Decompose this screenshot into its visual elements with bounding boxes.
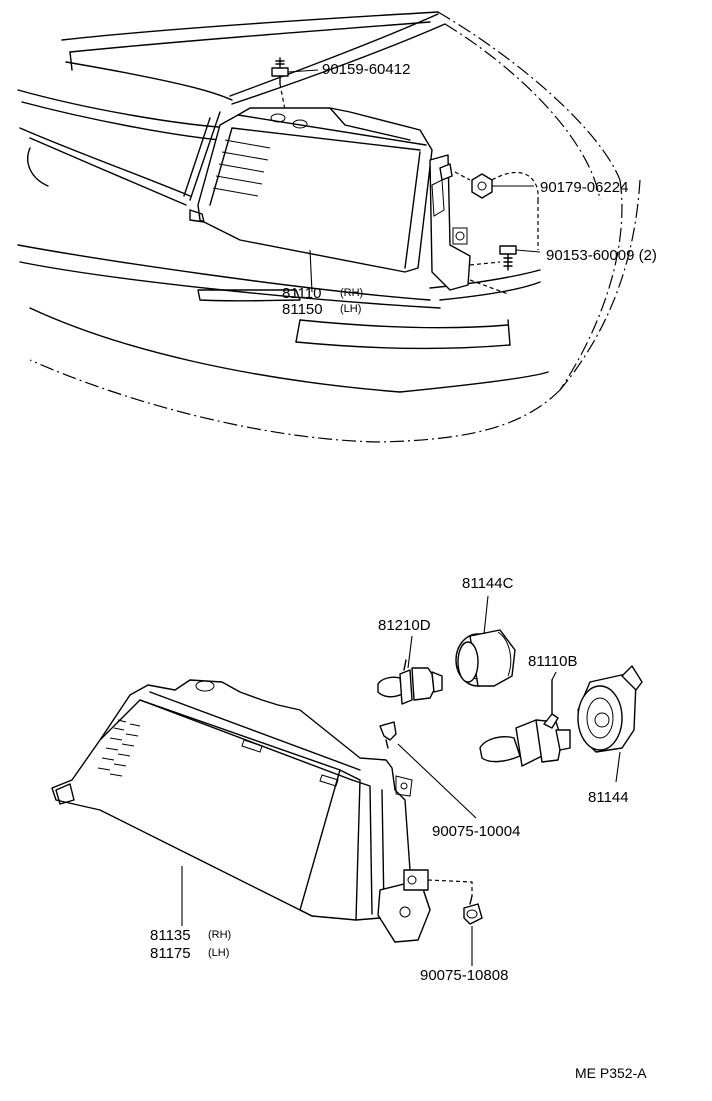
lower-leaders <box>181 595 621 966</box>
callout-81110-side: (RH) <box>340 287 363 299</box>
callout-90153-60009: 90153-60009 (2) <box>546 247 657 264</box>
callout-90159-60412: 90159-60412 <box>322 61 410 78</box>
clip-icon-upper <box>439 163 453 181</box>
callout-81150-side: (LH) <box>340 303 361 315</box>
callout-90179-06224: 90179-06224 <box>540 179 628 196</box>
bolt-icon <box>499 245 517 271</box>
callout-81135: 81135 <box>150 927 191 944</box>
upper-leaders <box>279 69 541 295</box>
car-body-outline <box>17 11 641 443</box>
callout-81150: 81150 <box>282 301 323 318</box>
headlamp-assembly-upper <box>189 107 471 291</box>
diagram-reference-code: ME P352-A <box>575 1065 647 1081</box>
bulb-81210d-icon <box>377 659 443 705</box>
headlamp-housing-lower <box>51 679 431 943</box>
clip-90075-10004-icon <box>379 721 397 749</box>
halogen-bulb-81110b-icon <box>479 679 571 767</box>
callout-81210d: 81210D <box>378 617 431 634</box>
callout-81110: 81110 <box>282 285 322 302</box>
callout-81135-side: (RH) <box>208 929 231 941</box>
nut-icon <box>471 173 493 199</box>
screw-top-icon <box>271 57 289 85</box>
callout-81144c: 81144C <box>462 575 514 592</box>
callout-81110b: 81110B <box>528 653 578 670</box>
socket-cover-81144c-icon <box>455 629 516 687</box>
callout-81175-side: (LH) <box>208 947 229 959</box>
callout-81144: 81144 <box>588 789 629 806</box>
socket-81144-icon <box>577 665 643 753</box>
callout-90075-10004: 90075-10004 <box>432 823 520 840</box>
grommet-90075-10808-icon <box>463 895 483 925</box>
callout-90075-10808: 90075-10808 <box>420 967 508 984</box>
lower-callouts: 81144C 81210D 81110B 81144 90075-10004 8… <box>150 575 629 984</box>
upper-callouts: 90159-60412 90179-06224 90153-60009 (2) … <box>282 61 657 318</box>
callout-81175: 81175 <box>150 945 191 962</box>
